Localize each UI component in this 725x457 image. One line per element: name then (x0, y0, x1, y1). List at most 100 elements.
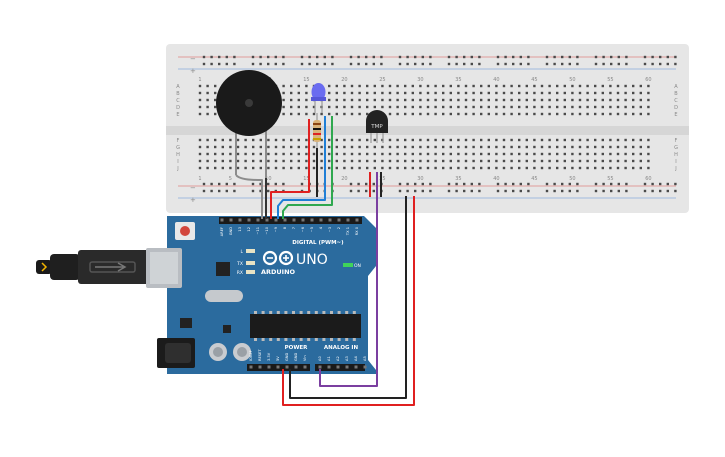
header-pin[interactable] (345, 365, 349, 369)
header-pin[interactable] (303, 365, 307, 369)
header-pin[interactable] (328, 218, 332, 222)
usb-symbol-box (89, 261, 136, 273)
rail-hole (617, 62, 620, 66)
header-pin[interactable] (336, 365, 340, 369)
breadboard-hole (632, 112, 635, 116)
breadboard-hole (502, 159, 506, 163)
header-pin[interactable] (337, 218, 341, 222)
header-pin[interactable] (229, 218, 233, 222)
rail-hole (259, 189, 262, 193)
breadboard-hole (426, 145, 430, 149)
breadboard-hole (457, 145, 460, 149)
header-pin[interactable] (346, 218, 350, 222)
breadboard-hole (366, 159, 369, 163)
breadboard-hole (487, 91, 490, 95)
header-pin[interactable] (256, 218, 260, 222)
rail-hole (470, 62, 473, 66)
header-pin[interactable] (301, 218, 305, 222)
blue-led[interactable] (311, 83, 326, 113)
resistor-band-2 (313, 128, 321, 130)
wire-blue[interactable] (277, 116, 326, 219)
rail-hole (617, 55, 620, 59)
breadboard-hole (601, 159, 604, 163)
header-pin[interactable] (274, 218, 278, 222)
rail-hole (233, 189, 236, 193)
breadboard-hole (624, 91, 627, 95)
breadboard-hole (571, 105, 574, 109)
breadboard-hole (502, 98, 506, 102)
header-pin[interactable] (283, 218, 287, 222)
reset-button-cap[interactable] (180, 226, 190, 236)
wire-buzzer-signal[interactable] (235, 174, 263, 219)
analog-header-strip (315, 364, 365, 371)
breadboard-hole (358, 105, 361, 109)
led-tx-label: TX (236, 261, 243, 267)
header-pin[interactable] (363, 365, 367, 369)
wire-black-gnd[interactable] (289, 196, 407, 399)
wire-purple-analog[interactable] (319, 172, 378, 387)
header-pin[interactable] (285, 365, 289, 369)
temperature-sensor[interactable]: TMP (366, 110, 388, 143)
rail-hole (519, 62, 522, 66)
breadboard-hole (366, 91, 369, 95)
resistor[interactable] (313, 113, 321, 148)
piezo-buzzer[interactable] (216, 70, 282, 178)
breadboard-hole (472, 105, 475, 109)
digital-header-holes (220, 218, 359, 222)
breadboard-hole (601, 138, 604, 142)
breadboard-hole (616, 84, 620, 88)
rail-hole (421, 55, 424, 59)
rail-hole (496, 62, 500, 66)
breadboard-hole (366, 145, 369, 149)
breadboard-hole (328, 152, 331, 156)
header-pin[interactable] (265, 218, 269, 222)
header-pin[interactable] (318, 365, 322, 369)
breadboard-hole (236, 138, 240, 142)
header-pin[interactable] (220, 218, 224, 222)
header-pin[interactable] (354, 365, 358, 369)
rail-hole (659, 62, 662, 66)
breadboard-hole (449, 91, 452, 95)
header-pin[interactable] (238, 218, 242, 222)
rail-hole (553, 62, 556, 66)
rail-hole (568, 55, 571, 59)
column-number: 50 (569, 176, 575, 182)
header-pin[interactable] (292, 218, 296, 222)
breadboard-hole (472, 91, 475, 95)
header-pin[interactable] (267, 365, 271, 369)
breadboard-hole (221, 152, 224, 156)
rail-hole (267, 55, 270, 59)
breadboard-hole (556, 91, 559, 95)
wire-red-led[interactable] (270, 119, 310, 219)
header-pin[interactable] (294, 365, 298, 369)
breadboard-hole (328, 84, 331, 88)
header-pin[interactable] (310, 218, 314, 222)
breadboard-hole (335, 166, 338, 170)
breadboard-hole (198, 138, 202, 142)
breadboard-hole (290, 145, 293, 149)
header-pin[interactable] (276, 365, 280, 369)
breadboard-hole (411, 145, 414, 149)
rail-hole (414, 62, 417, 66)
rail-hole (625, 55, 628, 59)
wire-red-5v[interactable] (282, 196, 415, 406)
header-pin[interactable] (258, 365, 262, 369)
breadboard-hole (419, 98, 422, 102)
wire-green[interactable] (282, 116, 333, 219)
breadboard-hole (639, 138, 642, 142)
header-pin[interactable] (355, 218, 359, 222)
breadboard-hole (601, 152, 604, 156)
breadboard-hole (647, 138, 650, 142)
header-pin[interactable] (249, 365, 253, 369)
header-pin[interactable] (327, 365, 331, 369)
breadboard-hole (305, 84, 308, 88)
header-pin[interactable] (247, 218, 251, 222)
header-pin[interactable] (319, 218, 323, 222)
breadboard-hole (495, 105, 498, 109)
breadboard-hole (609, 166, 612, 170)
breadboard-hole (388, 138, 392, 142)
